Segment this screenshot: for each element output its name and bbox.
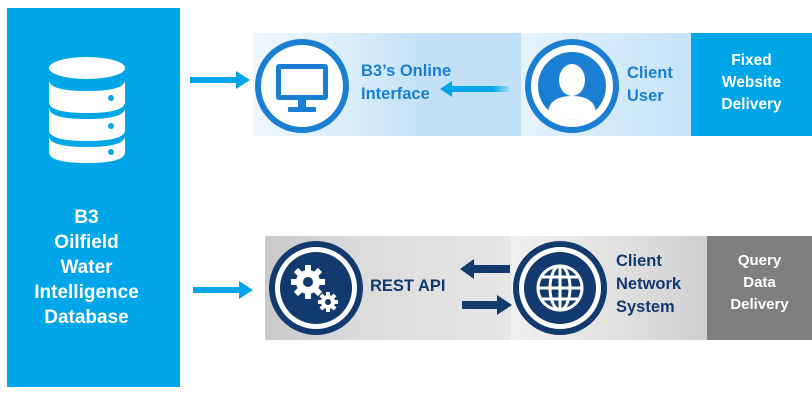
query-delivery-label-line: Delivery: [730, 296, 789, 313]
client-user-label-line: Client: [627, 64, 673, 82]
rest-api-label: REST API: [370, 277, 446, 295]
fixed-delivery-label-line: Fixed: [731, 52, 772, 69]
arrow-right-icon: [462, 295, 512, 315]
fixed-delivery-label-line: Website: [721, 74, 782, 91]
database-icon: [49, 57, 125, 163]
arrow-left-icon: [460, 259, 510, 279]
query-delivery-label-line: Query: [737, 252, 782, 269]
client-user-label-line: User: [627, 87, 664, 105]
database-label: B3 Oilfield Water Intelligence Database: [0, 205, 173, 330]
database-label-line: B3: [74, 207, 99, 228]
fixed-delivery-box: [691, 33, 812, 136]
online-interface-label-line: Interface: [361, 85, 430, 103]
fixed-delivery-label-line: Delivery: [721, 96, 782, 113]
user-icon: [525, 39, 619, 133]
database-label-line: Intelligence: [34, 282, 139, 303]
arrow-right-icon: [190, 71, 250, 89]
database-label-line: Water: [60, 257, 113, 278]
client-network-label: Client Network System: [616, 250, 681, 319]
query-delivery-label-line: Data: [743, 274, 776, 291]
globe-icon: [513, 241, 607, 335]
client-network-label-line: Client: [616, 252, 662, 270]
online-interface-label-line: B3’s Online: [361, 62, 452, 80]
query-delivery-box: [707, 236, 812, 340]
query-delivery-label: Query Data Delivery: [707, 250, 812, 316]
online-interface-label: B3’s Online Interface: [361, 60, 451, 106]
arrow-right-icon: [193, 281, 253, 299]
client-user-label: Client User: [627, 62, 673, 108]
fixed-delivery-label: Fixed Website Delivery: [691, 50, 812, 116]
database-label-line: Oilfield: [54, 232, 119, 253]
arrow-left-icon: [440, 81, 510, 97]
database-label-line: Database: [44, 307, 129, 328]
monitor-icon: [255, 39, 349, 133]
client-network-label-line: System: [616, 298, 675, 316]
client-network-label-line: Network: [616, 275, 682, 293]
gears-icon: [269, 241, 363, 335]
